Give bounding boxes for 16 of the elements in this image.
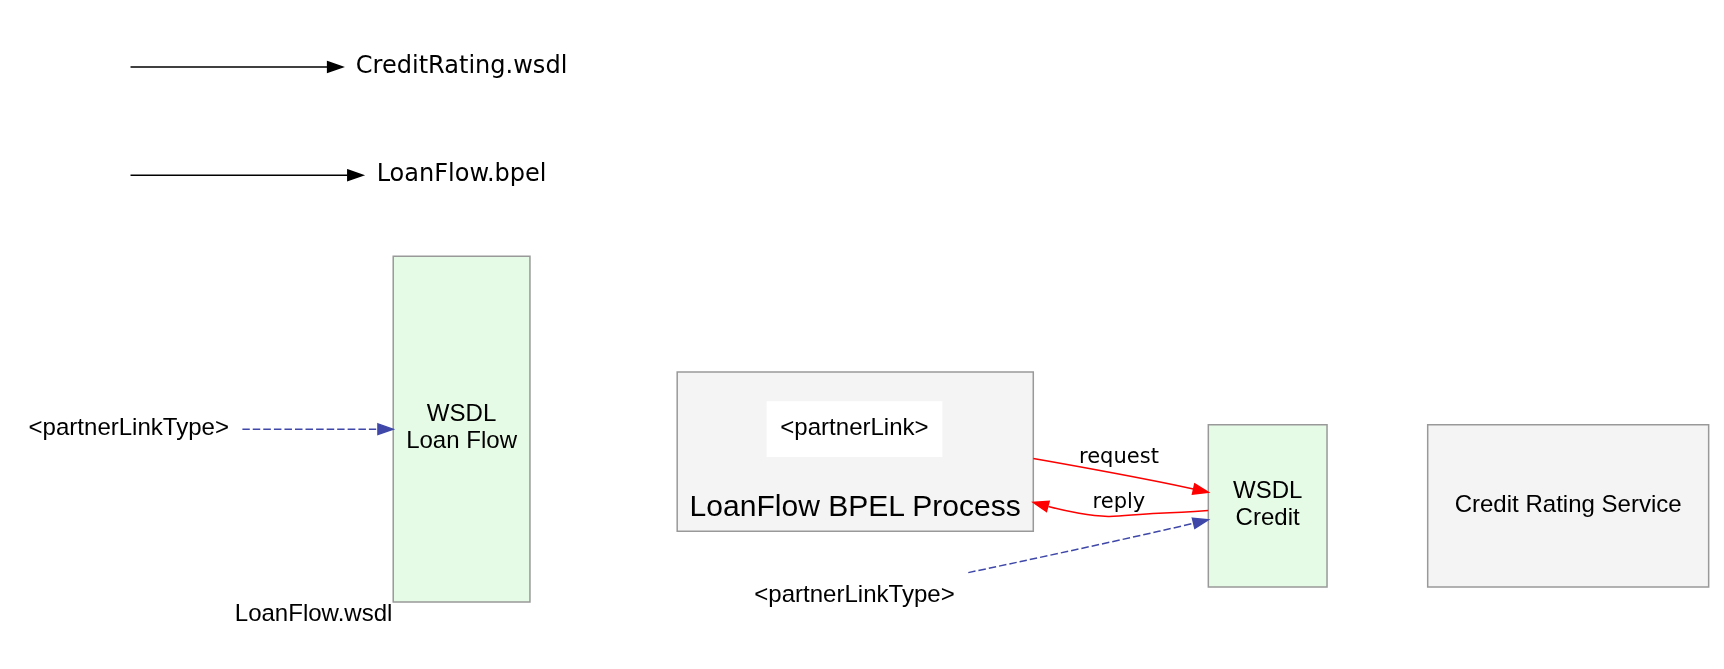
node-text: CreditRating.wsdl <box>355 50 568 79</box>
node-box: WSDL Loan Flow <box>392 255 531 603</box>
node-text: <partnerLinkType> <box>754 579 955 607</box>
arrow <box>129 60 345 74</box>
node-box: WSDL Credit <box>1207 423 1328 588</box>
arrow <box>129 168 366 182</box>
node-label: LoanFlow.wsdl <box>234 599 393 627</box>
node-text: <partnerLinkType> <box>28 412 229 440</box>
node-box: Credit Rating Service <box>1426 423 1710 588</box>
arrow <box>1032 457 1211 496</box>
arrow <box>1031 500 1209 518</box>
edge-label: reply <box>1092 487 1146 513</box>
arrow <box>241 422 396 436</box>
node-text: LoanFlow.bpel <box>376 158 547 187</box>
arrow <box>967 517 1211 574</box>
edge-label: request <box>1078 442 1159 468</box>
